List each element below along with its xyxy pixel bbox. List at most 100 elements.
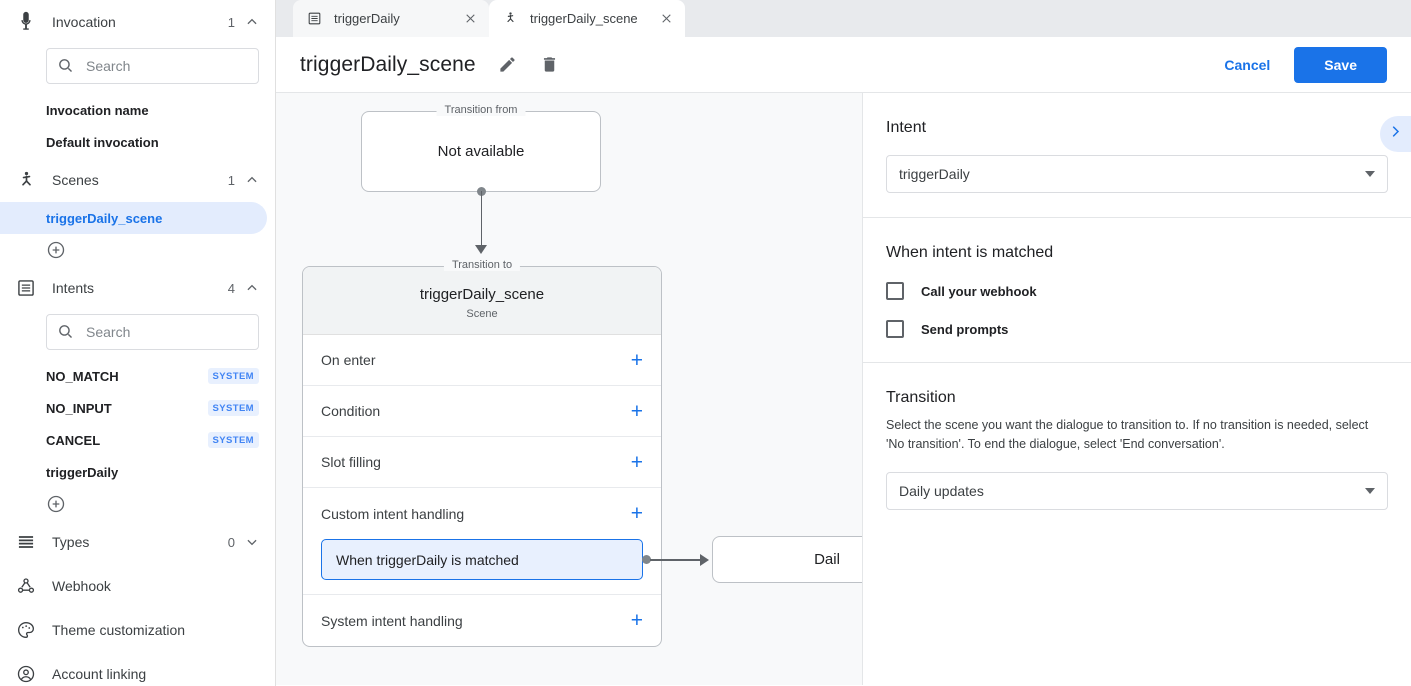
invocation-search-input[interactable] xyxy=(84,57,248,75)
sidebar-section-types[interactable]: Types 0 xyxy=(0,520,275,564)
sidebar-section-count: 0 xyxy=(227,534,235,550)
page-title: triggerDaily_scene xyxy=(300,52,476,76)
scene-row-condition[interactable]: Condition + xyxy=(303,386,661,437)
sidebar-section-count: 4 xyxy=(227,280,235,296)
sidebar-item-account-linking[interactable]: Account linking xyxy=(0,652,275,686)
intents-icon xyxy=(307,11,323,27)
chevron-down-icon[interactable] xyxy=(245,535,259,549)
tab-label: triggerDaily_scene xyxy=(530,11,638,26)
sidebar-item-triggerdaily[interactable]: triggerDaily xyxy=(0,456,275,488)
connector-line-horizontal xyxy=(650,559,702,561)
tab-label: triggerDaily xyxy=(334,11,400,26)
dropdown-caret-icon xyxy=(1365,487,1375,494)
add-slot-filling-button[interactable]: + xyxy=(630,450,643,474)
sidebar-item-default-invocation[interactable]: Default invocation xyxy=(0,126,275,158)
properties-panel: Intent triggerDaily When intent is match… xyxy=(862,93,1411,685)
sidebar-item-label: triggerDaily xyxy=(46,464,119,480)
transition-select-value: Daily updates xyxy=(899,482,984,499)
checkbox-label: Call your webhook xyxy=(921,283,1037,299)
scene-icon xyxy=(503,11,519,27)
add-system-intent-handling-button[interactable]: + xyxy=(630,609,643,632)
chevron-up-icon[interactable] xyxy=(245,173,259,187)
chevron-up-icon[interactable] xyxy=(245,15,259,29)
scene-row-custom-intent-handling[interactable]: Custom intent handling + xyxy=(303,488,661,539)
save-button[interactable]: Save xyxy=(1294,46,1387,83)
close-icon[interactable] xyxy=(461,10,479,28)
pencil-icon[interactable] xyxy=(498,55,518,75)
transition-from-node[interactable]: Transition from Not available xyxy=(361,104,601,192)
sidebar-item-label: Webhook xyxy=(52,578,111,594)
scene-row-label: Custom intent handling xyxy=(321,505,465,522)
intents-icon xyxy=(14,276,38,300)
panel-section-intent: Intent triggerDaily xyxy=(863,93,1411,218)
intent-handler-chip[interactable]: When triggerDaily is matched xyxy=(321,539,643,580)
chevron-up-icon[interactable] xyxy=(245,281,259,295)
connector-arrow-right xyxy=(700,554,709,566)
sidebar: Invocation 1 Invocation name Default inv… xyxy=(0,0,276,686)
sidebar-section-label: Intents xyxy=(52,280,95,296)
sidebar-item-triggerdaily-scene[interactable]: triggerDaily_scene xyxy=(0,202,267,234)
intents-search-input[interactable] xyxy=(84,323,248,341)
search-icon xyxy=(57,323,74,341)
checkbox-row-send-prompts[interactable]: Send prompts xyxy=(886,320,1388,338)
transition-select[interactable]: Daily updates xyxy=(886,471,1388,510)
sidebar-section-invocation[interactable]: Invocation 1 xyxy=(0,0,275,44)
add-custom-intent-handling-button[interactable]: + xyxy=(630,502,643,525)
tab-triggerdaily[interactable]: triggerDaily xyxy=(293,0,489,37)
sidebar-item-cancel[interactable]: CANCEL SYSTEM xyxy=(0,424,275,456)
add-circle-icon[interactable] xyxy=(46,240,66,260)
sidebar-item-webhook[interactable]: Webhook xyxy=(0,564,275,608)
microphone-icon xyxy=(14,10,38,34)
invocation-search-wrap xyxy=(0,44,275,94)
cancel-button[interactable]: Cancel xyxy=(1212,48,1282,82)
page-header: triggerDaily_scene Cancel Save xyxy=(276,37,1411,93)
tab-triggerdaily-scene[interactable]: triggerDaily_scene xyxy=(489,0,685,37)
transition-target-node[interactable]: Tr Dail xyxy=(712,536,862,583)
trash-icon[interactable] xyxy=(540,55,560,75)
checkbox-send-prompts[interactable] xyxy=(886,320,904,338)
scene-block-custom-intent-handling: Custom intent handling + When triggerDai… xyxy=(303,488,661,595)
sidebar-item-label: Default invocation xyxy=(46,134,159,150)
scene-node[interactable]: Transition to triggerDaily_scene Scene O… xyxy=(302,259,662,647)
invocation-search-box[interactable] xyxy=(46,48,259,84)
status-badge: SYSTEM xyxy=(207,432,259,448)
add-condition-button[interactable]: + xyxy=(630,399,643,423)
add-on-enter-button[interactable]: + xyxy=(630,348,643,372)
transition-from-legend: Transition from xyxy=(436,104,526,116)
when-matched-title: When intent is matched xyxy=(886,244,1054,261)
sidebar-item-no-input[interactable]: NO_INPUT SYSTEM xyxy=(0,392,275,424)
transition-to-legend: Transition to xyxy=(443,259,521,271)
sidebar-item-no-match[interactable]: NO_MATCH SYSTEM xyxy=(0,360,275,392)
scene-node-name: triggerDaily_scene xyxy=(419,286,545,303)
sidebar-item-invocation-name[interactable]: Invocation name xyxy=(0,94,275,126)
scene-row-label: Slot filling xyxy=(321,454,381,470)
scene-node-header: triggerDaily_scene Scene xyxy=(303,267,661,335)
panel-collapse-button[interactable] xyxy=(1380,116,1411,152)
sidebar-section-scenes[interactable]: Scenes 1 xyxy=(0,158,275,202)
scene-row-label: System intent handling xyxy=(321,612,463,629)
scene-canvas[interactable]: Transition from Not available Transition… xyxy=(276,93,862,685)
sidebar-section-label: Types xyxy=(52,534,90,550)
tab-strip: triggerDaily triggerDaily_scene xyxy=(276,0,1411,37)
add-circle-icon[interactable] xyxy=(46,494,66,514)
body-split: Transition from Not available Transition… xyxy=(276,93,1411,685)
sidebar-item-label: NO_MATCH xyxy=(46,368,119,384)
sidebar-item-label: Theme customization xyxy=(52,622,186,638)
checkbox-call-your-webhook[interactable] xyxy=(886,282,904,300)
checkbox-row-call-your-webhook[interactable]: Call your webhook xyxy=(886,282,1388,300)
intents-search-box[interactable] xyxy=(46,314,259,350)
sidebar-item-label: Account linking xyxy=(52,666,147,682)
intent-select[interactable]: triggerDaily xyxy=(886,155,1388,193)
scene-row-system-intent-handling[interactable]: System intent handling + xyxy=(303,595,661,646)
sidebar-section-intents[interactable]: Intents 4 xyxy=(0,266,275,310)
sidebar-section-count: 1 xyxy=(227,172,235,188)
scene-row-on-enter[interactable]: On enter + xyxy=(303,335,661,386)
close-icon[interactable] xyxy=(657,10,675,28)
scene-row-slot-filling[interactable]: Slot filling + xyxy=(303,437,661,488)
add-intent-row xyxy=(0,488,275,520)
account-circle-icon xyxy=(14,662,38,686)
panel-section-when-matched: When intent is matched Call your webhook… xyxy=(863,218,1411,363)
sidebar-item-theme-customization[interactable]: Theme customization xyxy=(0,608,275,652)
dropdown-caret-icon xyxy=(1365,171,1375,177)
